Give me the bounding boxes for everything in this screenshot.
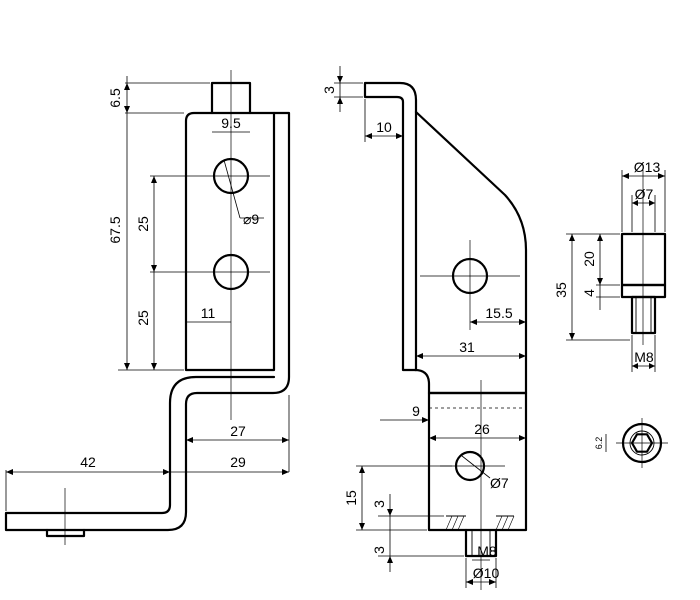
pin-dim-thread: M8 — [634, 349, 654, 365]
left-dim-tab-height: 6.5 — [107, 88, 123, 108]
left-dim-hole-spacing: 9.5 — [221, 115, 241, 131]
right-arrowhead — [337, 97, 343, 104]
left-arrowhead — [124, 106, 130, 113]
right-dim-step-height: 9 — [412, 403, 420, 419]
pin-dim-hex-size: 6.2 — [594, 437, 604, 450]
right-arrowhead — [470, 319, 477, 325]
right-dim-block-width: 26 — [474, 421, 490, 437]
right-top-hook — [363, 81, 418, 372]
pin-dim-inner-diameter: Ø7 — [635, 186, 654, 202]
right-arrowhead — [337, 76, 343, 83]
right-arrowhead — [466, 579, 473, 585]
pin-arrowhead — [597, 234, 603, 241]
left-arrowhead — [151, 176, 157, 183]
pin-arrowhead — [569, 333, 575, 340]
left-dim-overall-height: 67.5 — [107, 216, 123, 243]
right-dim-thread: M8 — [477, 543, 497, 559]
pin-arrowhead — [649, 200, 655, 206]
left-view: 6.5 9.5 ⌀9 67.5 25 25 11 27 42 29 — [4, 70, 291, 545]
right-lower-block — [427, 391, 528, 532]
left-dim-top-width: 29 — [230, 454, 246, 470]
right-arrowhead — [396, 133, 403, 139]
right-dim-hole-diameter: Ø7 — [490, 475, 509, 491]
right-arrowhead — [489, 579, 496, 585]
left-arrowhead — [282, 437, 289, 443]
right-dim-hole-height: 15 — [343, 490, 359, 506]
pin-dim-outer-diameter: Ø13 — [634, 159, 661, 175]
pin-shoulder — [620, 283, 667, 299]
left-arrowhead — [163, 469, 170, 475]
right-dim-plate-width: 31 — [459, 339, 475, 355]
left-arrowhead — [151, 265, 157, 272]
left-dim-upper-hole-offset: 25 — [135, 216, 151, 232]
pin-arrowhead — [632, 200, 638, 206]
left-arrowhead — [124, 83, 130, 90]
left-arrowhead — [6, 469, 13, 475]
left-bottom-stud — [45, 528, 86, 538]
right-arrowhead — [519, 435, 526, 441]
right-arrowhead — [365, 133, 372, 139]
left-arrowhead — [151, 363, 157, 370]
right-dim-flange-width: 10 — [376, 119, 392, 135]
right-dim-hole-offset: 15.5 — [485, 305, 512, 321]
right-dim-top-thickness: 3 — [321, 86, 337, 94]
right-view: 3 10 15.5 31 9 26 Ø7 15 3 3 M8 — [321, 66, 528, 590]
left-dim-hole-inset: 11 — [201, 305, 216, 321]
right-arrowhead — [387, 556, 393, 563]
pin-view: Ø13 Ø7 35 20 4 M8 6.2 — [553, 159, 668, 468]
right-arrowhead — [519, 353, 526, 359]
right-leader-hole-dia — [461, 455, 491, 479]
pin-arrowhead — [597, 278, 603, 285]
pin-dim-body-length: 20 — [581, 251, 597, 267]
right-arrowhead — [416, 353, 423, 359]
pin-dim-overall-length: 35 — [553, 282, 569, 298]
left-dim-foot-length: 42 — [80, 454, 96, 470]
right-weld-hatch — [445, 515, 515, 531]
pin-arrowhead — [632, 363, 638, 369]
right-arrowhead — [422, 417, 429, 423]
right-dim-lower-gap-2: 3 — [371, 546, 387, 554]
right-dim-lower-gap-1: 3 — [371, 500, 387, 508]
pin-thread — [630, 295, 657, 335]
left-arrowhead — [124, 363, 130, 370]
pin-dim-shoulder-length: 4 — [581, 289, 597, 297]
right-arrowhead — [519, 319, 526, 325]
right-arrowhead — [429, 435, 436, 441]
left-dim-hole-diameter: ⌀9 — [243, 211, 259, 227]
pin-arrowhead — [622, 173, 629, 179]
left-plate-outline — [184, 111, 276, 372]
left-dim-lower-hole-offset: 25 — [135, 310, 151, 326]
left-leader-hole-dia — [223, 159, 241, 219]
pin-arrowhead — [649, 363, 655, 369]
right-arrowhead — [359, 523, 365, 530]
left-dim-step-width: 27 — [230, 423, 246, 439]
left-arrowhead — [186, 437, 193, 443]
right-arrowhead — [387, 509, 393, 516]
pin-arrowhead — [569, 234, 575, 241]
right-dim-boss-diameter: Ø10 — [473, 565, 500, 581]
left-arrowhead — [282, 469, 289, 475]
right-arrowhead — [359, 466, 365, 473]
pin-arrowhead — [658, 173, 665, 179]
pin-body — [620, 232, 667, 287]
